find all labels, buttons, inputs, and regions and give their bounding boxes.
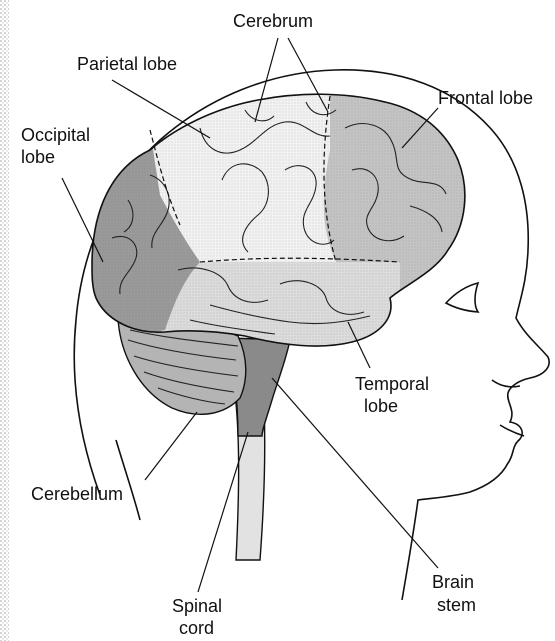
label-cerebellum: Cerebellum (31, 484, 123, 504)
label-occipital-line2: lobe (21, 147, 55, 167)
eye (446, 283, 478, 312)
label-frontal-lobe: Frontal lobe (438, 88, 533, 108)
label-spinal-line1: Spinal (172, 596, 222, 616)
label-temporal-line2: lobe (364, 396, 398, 416)
label-spinal-line2: cord (179, 618, 214, 638)
label-temporal-line1: Temporal (355, 374, 429, 394)
page-border-strip (0, 0, 9, 641)
label-parietal-lobe: Parietal lobe (77, 54, 177, 74)
leader-brainstem (272, 378, 438, 568)
leader-parietal (112, 80, 210, 138)
neck-outline (116, 440, 140, 520)
leader-cerebellum (145, 412, 197, 480)
label-brain-line2: stem (437, 595, 476, 615)
label-cerebrum: Cerebrum (233, 11, 313, 31)
label-occipital-line1: Occipital (21, 125, 90, 145)
label-brain-line1: Brain (432, 572, 474, 592)
